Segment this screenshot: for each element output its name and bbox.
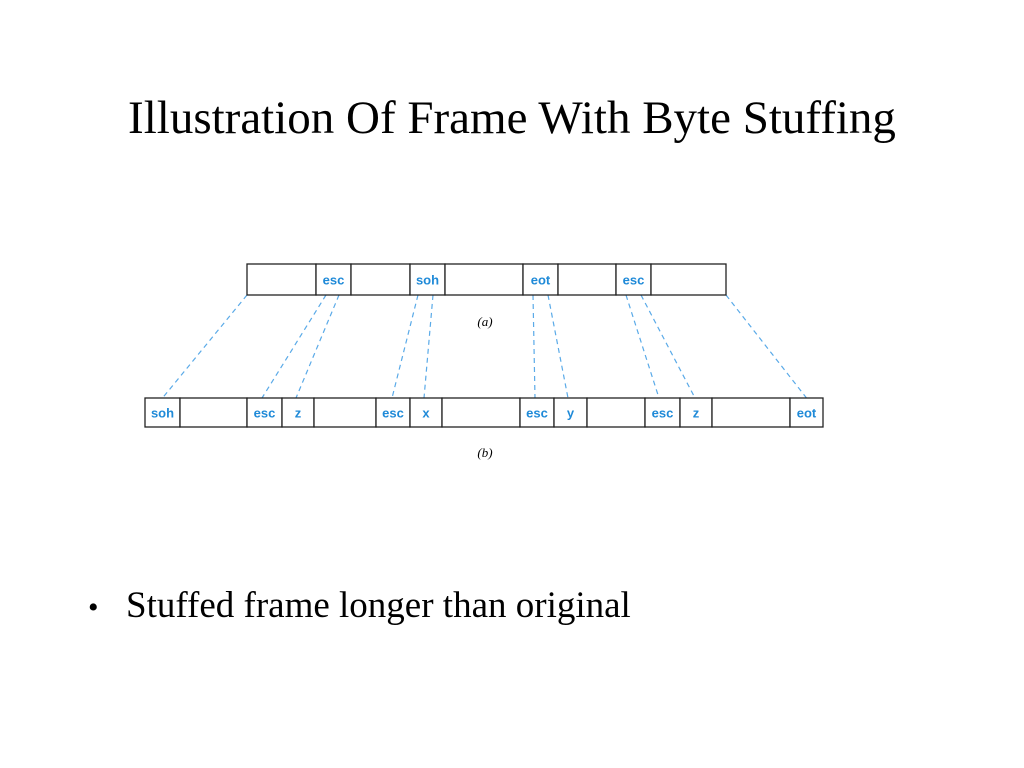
frame-b-cell-label: esc: [382, 406, 404, 421]
frame-b-cell-z: [281, 397, 315, 428]
stuffed-frame: soh esc z esc x esc y esc z eot: [144, 397, 824, 428]
frame-b-cell-label: esc: [652, 406, 674, 421]
frame-b-cell-eot: [789, 397, 824, 428]
frame-b-cell-data: [441, 397, 521, 428]
mapping-line: [625, 294, 660, 399]
mapping-line: [391, 294, 419, 399]
mapping-line: [261, 294, 327, 399]
slide-title: Illustration Of Frame With Byte Stuffing: [128, 92, 896, 144]
frame-b-cell-label: soh: [151, 406, 174, 421]
mapping-line: [640, 294, 696, 399]
frame-b-cell-label: eot: [797, 406, 817, 421]
original-frame: esc soh eot esc: [246, 263, 727, 296]
frame-a-cell-data: [246, 263, 317, 296]
frame-a-cell-data: [444, 263, 524, 296]
frame-b-cell-soh: [144, 397, 181, 428]
mapping-line: [547, 294, 569, 399]
bullet-item: • Stuffed frame longer than original: [88, 582, 631, 632]
mapping-line: [162, 294, 248, 399]
mapping-line: [423, 294, 434, 399]
mapping-line: [725, 294, 807, 399]
frame-a-cell-label: esc: [323, 273, 345, 288]
frame-a-cell-esc: [315, 263, 352, 296]
caption-stuffed-frame: (b): [477, 445, 492, 460]
frame-b-cell-label: z: [295, 406, 302, 421]
frame-b-cell-label: esc: [254, 406, 276, 421]
frame-b-cell-data: [711, 397, 791, 428]
frame-b-cell-esc: [375, 397, 411, 428]
frame-a-cell-data: [350, 263, 411, 296]
frame-a-cell-data: [557, 263, 617, 296]
frame-a-cell-eot: [522, 263, 559, 296]
frame-a-cell-label: eot: [531, 273, 551, 288]
frame-b-cell-esc: [644, 397, 681, 428]
frame-b-cell-label: esc: [526, 406, 548, 421]
frame-a-cell-label: esc: [623, 273, 645, 288]
frame-b-cell-esc: [519, 397, 555, 428]
mapping-line: [532, 294, 536, 399]
frame-b-cell-esc: [246, 397, 283, 428]
frame-b-cell-data: [586, 397, 646, 428]
frame-a-cell-data: [650, 263, 727, 296]
frame-a-cell-soh: [409, 263, 446, 296]
bullet-point-icon: •: [88, 591, 99, 624]
bullet-text: Stuffed frame longer than original: [126, 585, 631, 626]
frame-b-cell-label: y: [567, 406, 575, 421]
frame-b-cell-label: x: [422, 406, 430, 421]
frame-b-cell-label: z: [693, 406, 700, 421]
frame-b-cell-data: [179, 397, 248, 428]
caption-original-frame: (a): [477, 314, 492, 329]
frame-b-cell-z: [679, 397, 713, 428]
bullet-list: • Stuffed frame longer than original: [88, 582, 631, 632]
mapping-line: [295, 294, 340, 399]
mapping-lines: [162, 294, 807, 399]
frame-a-cell-label: soh: [416, 273, 439, 288]
frame-b-cell-x: [409, 397, 443, 428]
frame-b-cell-data: [313, 397, 377, 428]
